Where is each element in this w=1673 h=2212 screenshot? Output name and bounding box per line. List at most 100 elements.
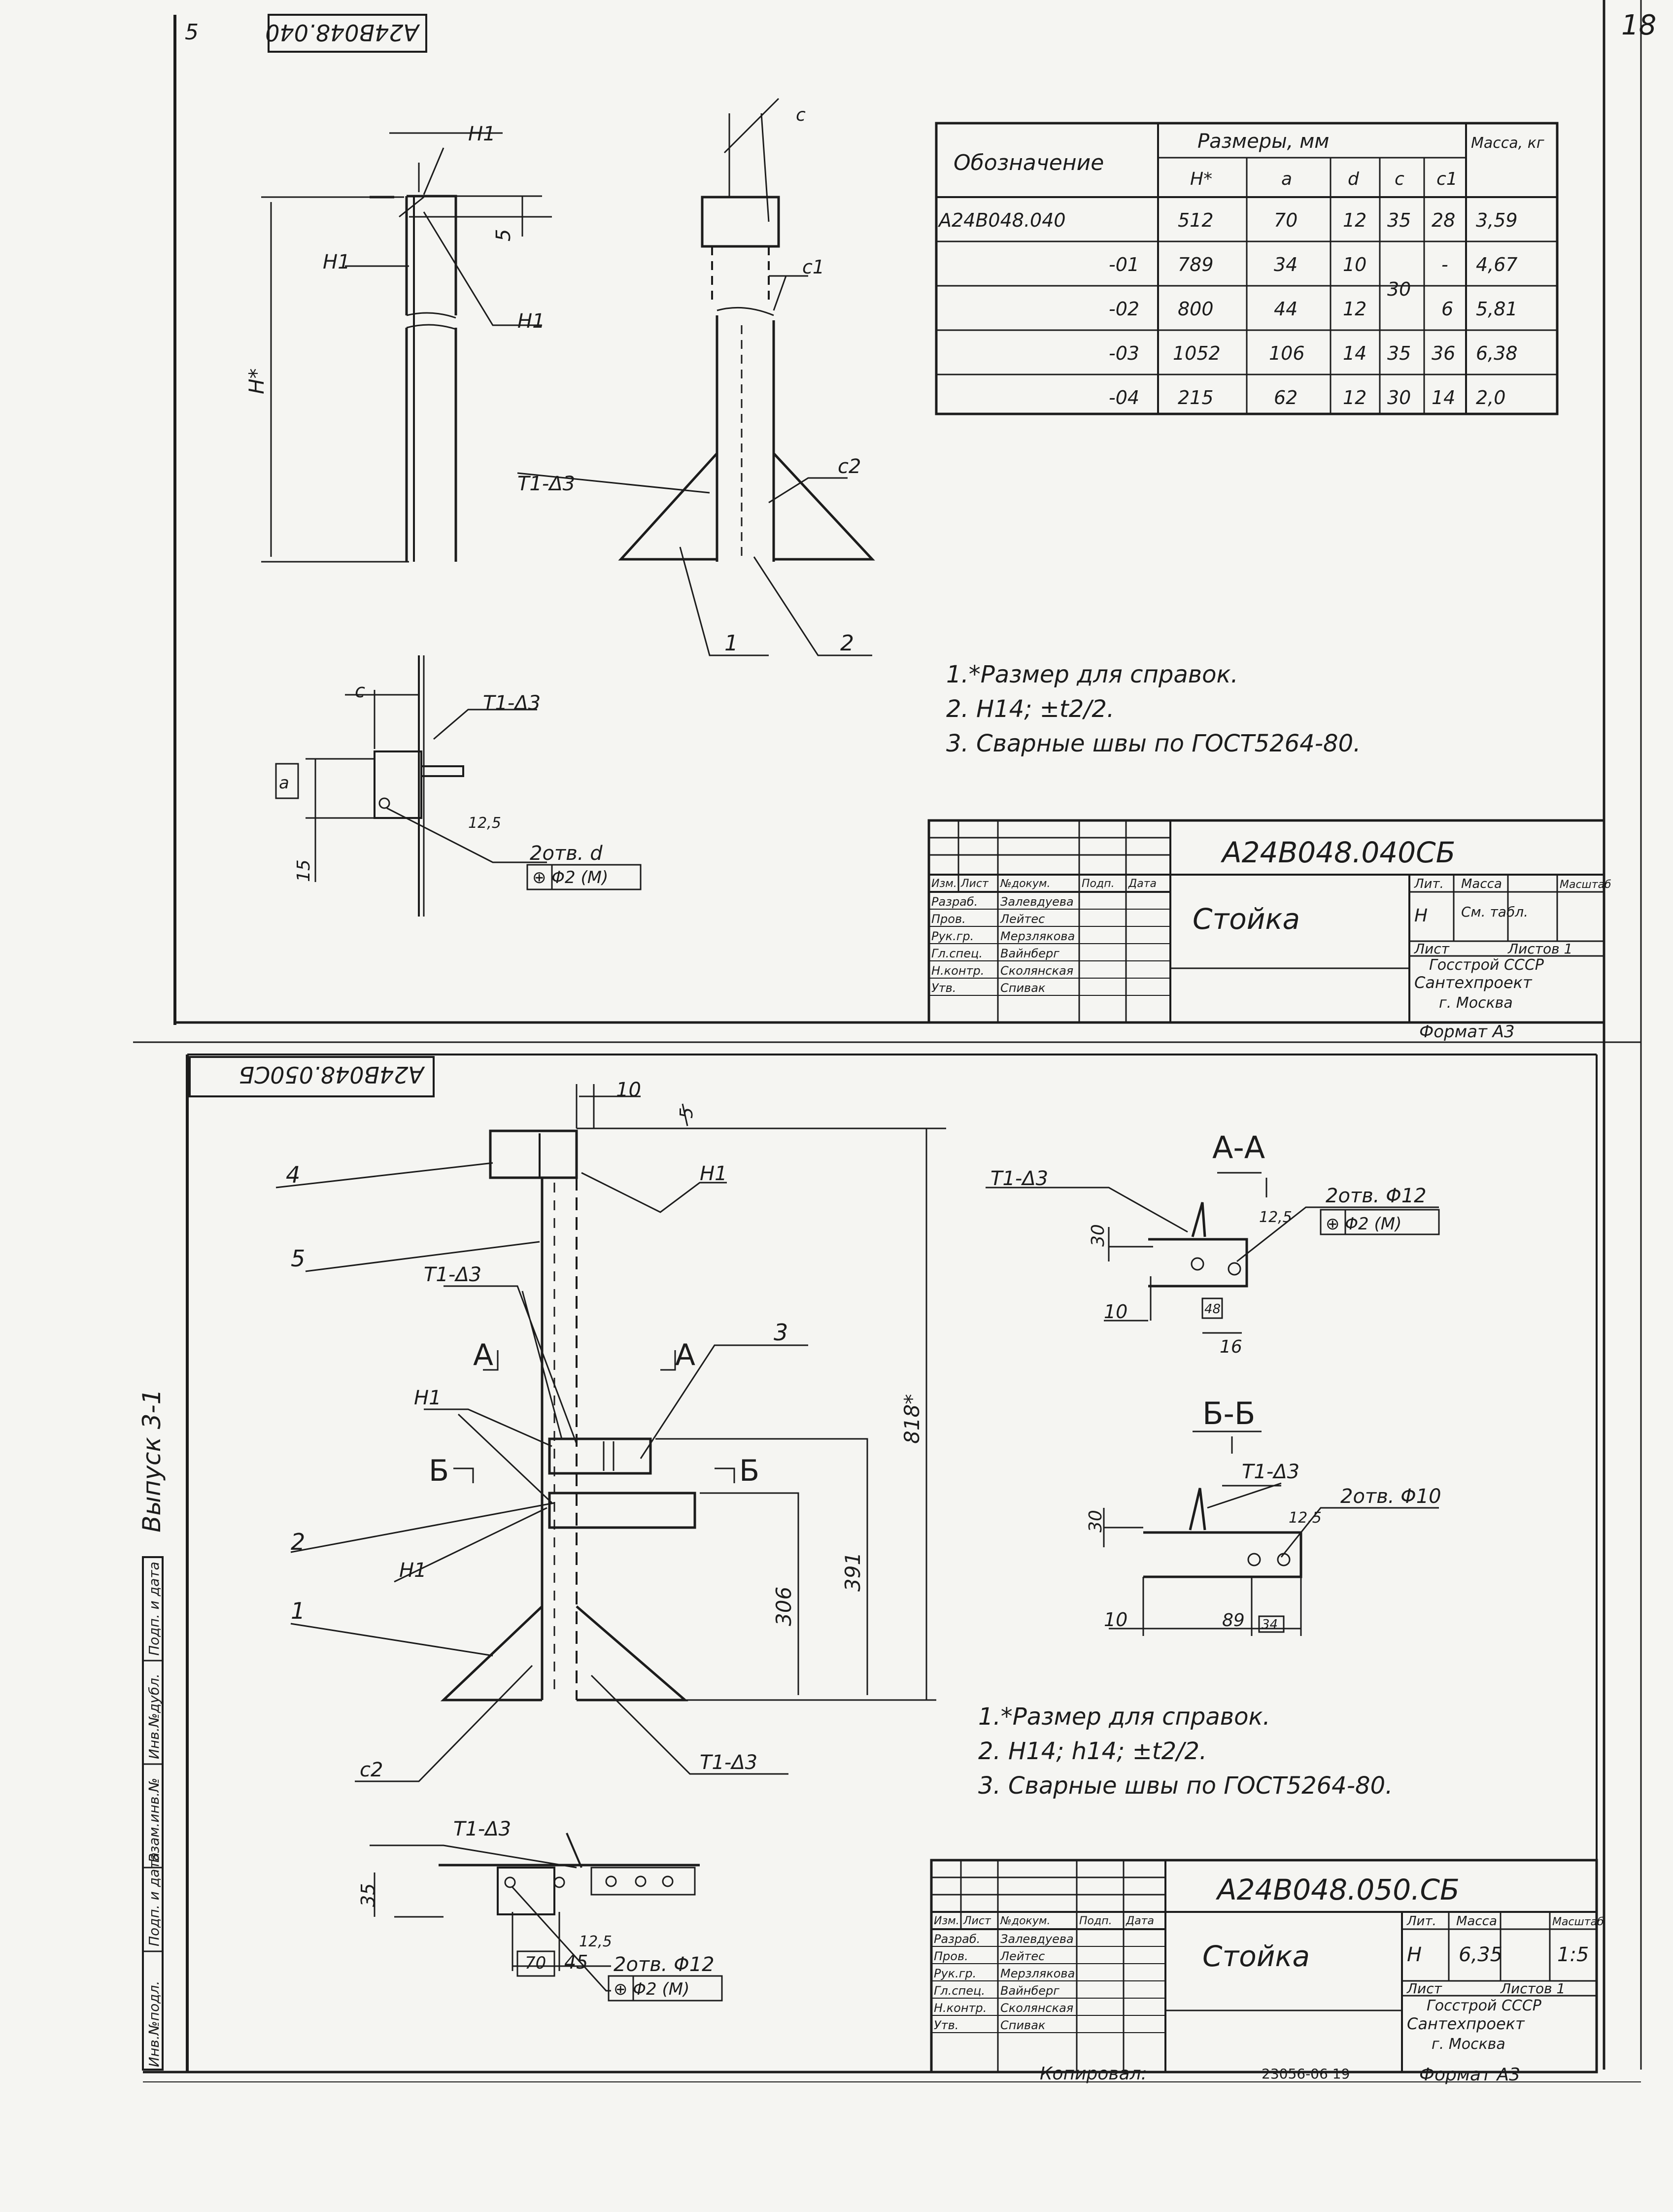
bb-dim-30: 30 bbox=[1086, 1510, 1106, 1532]
table-sub-a: a bbox=[1281, 169, 1292, 189]
s2-part-2: 2 bbox=[291, 1529, 305, 1555]
s2-tb-role-1: Пров. bbox=[934, 1949, 968, 1963]
table-row-2-h: 800 bbox=[1178, 298, 1214, 320]
s2-tb-role-3: Гл.спец. bbox=[934, 1984, 985, 1998]
s1-dim-h: H* bbox=[244, 368, 269, 394]
table-row-2-a: 44 bbox=[1274, 298, 1297, 320]
s1-tb-org-2: г. Москва bbox=[1439, 994, 1513, 1012]
table-h-dims: Размеры, мм bbox=[1197, 130, 1329, 153]
table-row-3-a: 106 bbox=[1269, 342, 1305, 364]
s2-section-b-right: Б bbox=[739, 1454, 759, 1488]
s2-part-5: 5 bbox=[291, 1245, 305, 1272]
s2-section-b-left: Б bbox=[429, 1454, 449, 1488]
s1-detail-15: 15 bbox=[294, 859, 314, 882]
sheet1-side-view bbox=[261, 132, 552, 563]
section-bb bbox=[1103, 1430, 1439, 1636]
s1-detail-tol: ⊕ Φ2 (M) bbox=[532, 868, 608, 887]
s2-tb-scale-val: 1:5 bbox=[1557, 1943, 1589, 1966]
s2-tb-sheets: Листов 1 bbox=[1500, 1980, 1565, 1997]
table-row-4-c: 30 bbox=[1387, 387, 1411, 408]
table-row-4-m: 2,0 bbox=[1476, 387, 1505, 408]
s2-note-2: 2. H14; h14; ±t2/2. bbox=[978, 1737, 1207, 1765]
s2-section-a-left: А bbox=[473, 1338, 493, 1372]
s1-note-2: 2. H14; ±t2/2. bbox=[946, 695, 1114, 723]
table-rows: А24В048.040 512 70 12 35 28 3,59 -01 789… bbox=[937, 209, 1518, 408]
bb-holes: 2отв. Φ10 bbox=[1340, 1485, 1441, 1508]
table-row-1-des: -01 bbox=[1109, 254, 1139, 275]
table-row-2-m: 5,81 bbox=[1476, 298, 1518, 320]
s1-tb-head-1: Лист bbox=[960, 878, 989, 890]
side-stamp: Инв.№подл. Подп. и дата Взам.инв.№ Инв.№… bbox=[137, 1389, 166, 2071]
s2-h1-low: H1 bbox=[399, 1559, 427, 1582]
table-h-mass: Масса, кг bbox=[1471, 135, 1544, 152]
table-row-0-h: 512 bbox=[1178, 209, 1214, 231]
table-row-0-c1: 28 bbox=[1432, 209, 1455, 231]
sheet-1: 5 А24В048.040 H1 H1 H1 5 H* bbox=[185, 19, 1611, 1042]
s2-tb-role-2: Рук.гр. bbox=[934, 1967, 976, 1980]
table-row-3-c: 35 bbox=[1387, 342, 1411, 364]
aa-tol: ⊕ Φ2 (M) bbox=[1326, 1214, 1401, 1234]
s1-tb-sheets: Листов 1 bbox=[1507, 941, 1572, 957]
s2-dim-45: 45 bbox=[564, 1951, 588, 1973]
s2-c2: c2 bbox=[360, 1759, 383, 1781]
s2-note-1: 1.*Размер для справок. bbox=[978, 1703, 1270, 1731]
s1-tb-head-0: Изм. bbox=[931, 878, 957, 890]
s1-tb-code: А24В048.040СБ bbox=[1220, 836, 1455, 869]
s1-detail-c: c bbox=[355, 680, 365, 702]
sheet1-mirrored-code: А24В048.040 bbox=[265, 19, 420, 46]
s1-tb-role-1: Пров. bbox=[931, 912, 966, 926]
s1-tb-sheet: Лист bbox=[1414, 941, 1450, 957]
table-row-1-m: 4,67 bbox=[1476, 254, 1518, 275]
table-row-2-c: 30 bbox=[1387, 278, 1411, 300]
s1-tb-lit-val: Н bbox=[1414, 906, 1428, 926]
s1-c-top: c bbox=[796, 105, 806, 125]
table-row-4-des: -04 bbox=[1109, 387, 1139, 408]
s1-tb-name: Стойка bbox=[1193, 902, 1300, 936]
s1-tb-person-3: Вайнберг bbox=[1000, 947, 1059, 960]
s2-copied: Копировал: bbox=[1040, 2064, 1147, 2084]
s2-dim-35: 35 bbox=[357, 1883, 379, 1907]
page-number: 18 bbox=[1621, 9, 1656, 41]
s1-dim-5: 5 bbox=[492, 229, 515, 241]
s2-dim-391: 391 bbox=[841, 1552, 865, 1592]
s2-plan-tol: ⊕ Φ2 (M) bbox=[614, 1979, 689, 1999]
s2-tb-head-0: Изм. bbox=[934, 1915, 959, 1927]
s2-tb-role-4: Н.контр. bbox=[934, 2001, 987, 2015]
s2-tb-person-2: Мерзлякова bbox=[1000, 1967, 1075, 1980]
table-row-4-h: 215 bbox=[1178, 387, 1214, 408]
s2-tb-org-1: Сантехпроект bbox=[1407, 2014, 1525, 2033]
s2-note-3: 3. Сварные швы по ГОСТ5264-80. bbox=[978, 1772, 1393, 1800]
aa-dim-box: 48 bbox=[1204, 1302, 1221, 1317]
s2-h1-mid: H1 bbox=[414, 1387, 442, 1409]
s2-tb-name: Стойка bbox=[1202, 1940, 1310, 1973]
s2-weld-3: T1-Δ3 bbox=[453, 1818, 511, 1840]
s2-tb-code: А24В048.050.СБ bbox=[1215, 1873, 1460, 1906]
stamp-col-3: Взам.инв.№ bbox=[146, 1778, 162, 1863]
s2-tb-lit: Лит. bbox=[1406, 1914, 1436, 1929]
s1-tb-lit: Лит. bbox=[1414, 877, 1444, 891]
table-row-2-d: 12 bbox=[1343, 298, 1366, 320]
sheet1-top-number: 5 bbox=[185, 20, 199, 45]
s1-tb-org-1: Сантехпроект bbox=[1414, 973, 1533, 992]
s2-tb-head-3: Подп. bbox=[1079, 1915, 1112, 1927]
table-h-designation: Обозначение bbox=[954, 150, 1104, 175]
table-row-3-m: 6,38 bbox=[1476, 342, 1518, 364]
s2-weld-1: T1-Δ3 bbox=[424, 1263, 481, 1286]
s2-tb-scale: Масштаб bbox=[1552, 1916, 1604, 1928]
s2-tb-heads: Изм. Лист №докум. Подп. Дата bbox=[934, 1915, 1154, 1927]
s1-tb-roles: Разраб. Пров. Рук.гр. Гл.спец. Н.контр. … bbox=[931, 895, 1075, 995]
section-bb-title: Б-Б bbox=[1202, 1395, 1255, 1431]
s2-tb-mass: Масса bbox=[1456, 1914, 1497, 1929]
s2-plan-holes: 2отв. Φ12 bbox=[614, 1953, 715, 1976]
table-row-0-d: 12 bbox=[1343, 209, 1366, 231]
s1-weld-front: T1-Δ3 bbox=[517, 473, 575, 495]
s1-tb-role-5: Утв. bbox=[931, 981, 956, 995]
s2-tb-person-5: Спивак bbox=[1000, 2018, 1046, 2032]
aa-dim-16: 16 bbox=[1220, 1337, 1242, 1357]
s2-part-3: 3 bbox=[774, 1319, 788, 1346]
bb-dim-89: 89 bbox=[1222, 1610, 1245, 1631]
s1-tb-person-0: Залевдуева bbox=[1000, 895, 1074, 909]
s2-tb-mass-val: 6,35 bbox=[1459, 1943, 1502, 1966]
s1-note-3: 3. Сварные швы по ГОСТ5264-80. bbox=[946, 730, 1361, 757]
